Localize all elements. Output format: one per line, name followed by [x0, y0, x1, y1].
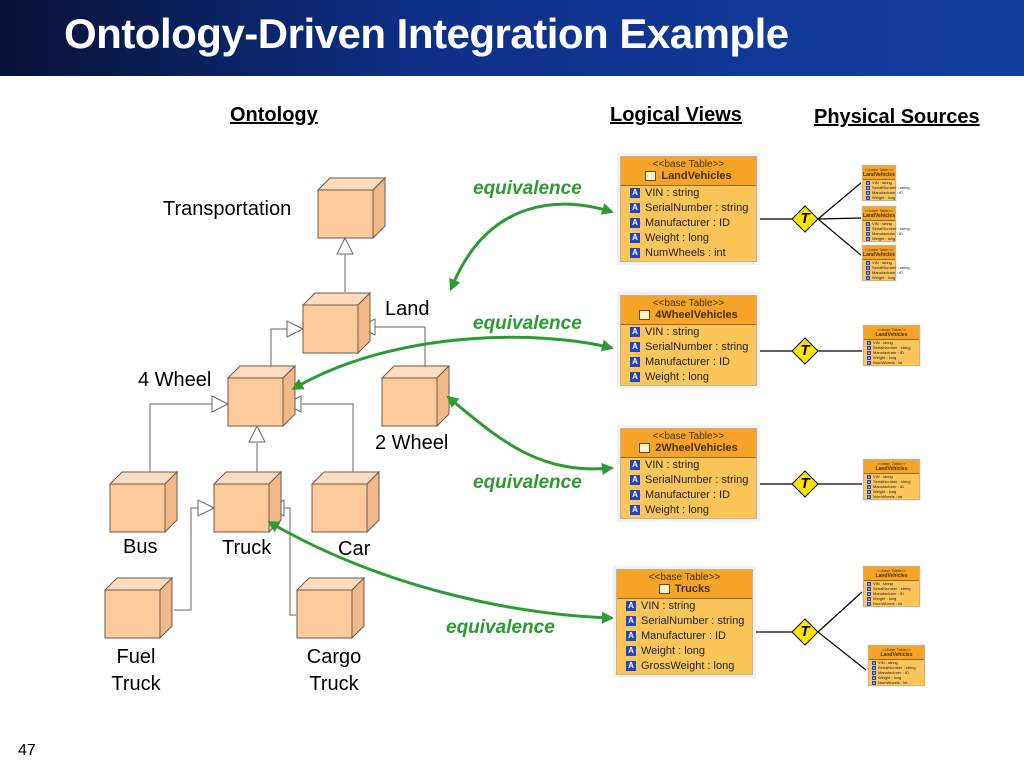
- attribute-icon: A: [626, 646, 636, 657]
- transform-symbol-1: T: [800, 210, 810, 227]
- cube-truck: [213, 471, 282, 533]
- attribute-icon: A: [630, 248, 640, 259]
- transform-diamonds: [791, 205, 819, 646]
- equivalence-label-1: equivalence: [473, 178, 582, 199]
- label-bus: Bus: [123, 536, 158, 558]
- transform-connectors: [755, 181, 867, 671]
- attribute-icon: A: [630, 460, 640, 471]
- equivalence-label-4: equivalence: [446, 617, 555, 638]
- equivalence-arrow-4-wheel: [291, 335, 614, 390]
- equivalence-arrow-truck: [267, 521, 614, 624]
- cube-transportation: [317, 177, 386, 239]
- cube-land: [302, 292, 371, 354]
- label-car: Car: [338, 538, 371, 560]
- header-ontology: Ontology: [230, 104, 318, 126]
- cube-fuel-truck: [104, 577, 173, 639]
- table-icon: [658, 584, 670, 595]
- label-truck: Truck: [222, 537, 272, 559]
- label-cargo-truck: Cargo Truck: [306, 646, 362, 695]
- transform-symbol-4: T: [800, 623, 810, 640]
- attribute-icon: A: [630, 218, 640, 229]
- attribute-icon: A: [630, 203, 640, 214]
- attribute-icon: A: [630, 505, 640, 516]
- label-land: Land: [385, 298, 430, 320]
- attribute-icon: A: [626, 631, 636, 642]
- attribute-icon: A: [630, 233, 640, 244]
- label-transportation: Transportation: [163, 198, 292, 220]
- transform-symbol-3: T: [800, 475, 810, 492]
- equivalence-label-3: equivalence: [473, 472, 582, 493]
- attribute-icon: A: [630, 342, 640, 353]
- attribute-icon: A: [630, 357, 640, 368]
- page-number: 47: [18, 742, 36, 759]
- attribute-icon: A: [630, 327, 640, 338]
- table-icon: [639, 443, 651, 454]
- cube-car: [311, 471, 380, 533]
- table-icon: [645, 171, 657, 182]
- title-bar: Ontology-Driven Integration Example: [0, 0, 1024, 76]
- attribute-icon: A: [630, 188, 640, 199]
- cube-4-wheel: [227, 365, 296, 427]
- cube-bus: [109, 471, 178, 533]
- label-2-wheel: 2 Wheel: [375, 432, 449, 454]
- attribute-icon: A: [630, 475, 640, 486]
- cube-2-wheel: [381, 365, 450, 427]
- equivalence-arrow-2-wheel: [446, 395, 614, 475]
- attribute-icon: A: [626, 661, 636, 672]
- attribute-icon: A: [626, 601, 636, 612]
- header-physical-sources: Physical Sources: [814, 106, 980, 128]
- slide-title: Ontology-Driven Integration Example: [64, 10, 789, 57]
- table-icon: [639, 310, 651, 321]
- header-logical-views: Logical Views: [610, 104, 742, 126]
- attribute-icon: A: [630, 490, 640, 501]
- label-fuel-truck: Fuel Truck: [111, 646, 161, 695]
- transform-symbol-2: T: [800, 342, 810, 359]
- attribute-icon: A: [626, 616, 636, 627]
- cube-cargo-truck: [296, 577, 365, 639]
- equivalence-label-2: equivalence: [473, 313, 582, 334]
- label-4-wheel: 4 Wheel: [138, 369, 212, 391]
- attribute-icon: A: [630, 372, 640, 383]
- equivalence-arrow-land: [449, 202, 614, 292]
